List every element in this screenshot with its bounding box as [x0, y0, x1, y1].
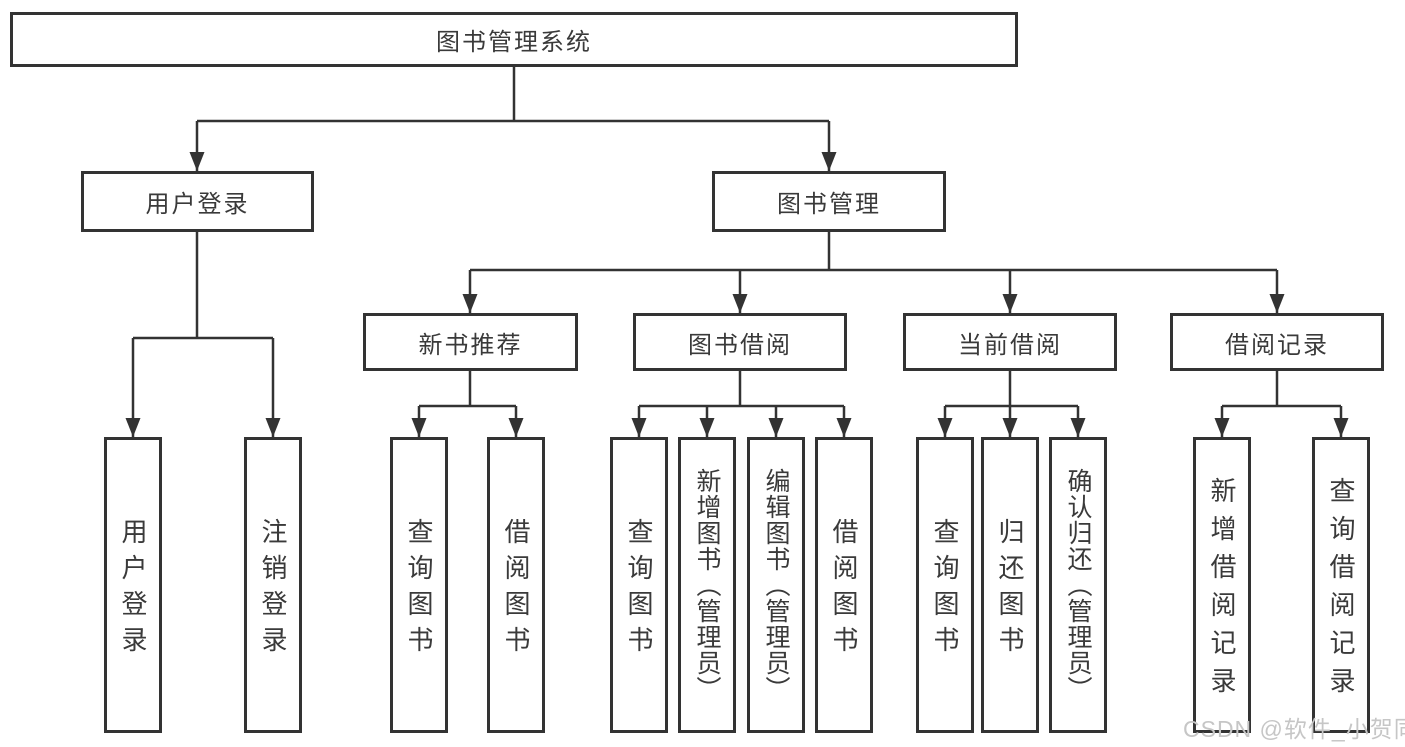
leaf-logout: 注销登录 — [244, 437, 302, 733]
leaf-add-book-admin: 新增图书（管理员） — [678, 437, 736, 733]
csdn-watermark: CSDN @软件_小贺同学 — [1183, 716, 1405, 742]
leaf-query-books-1: 查询图书 — [390, 437, 448, 733]
node-new-book-recommend: 新书推荐 — [363, 313, 578, 371]
node-current-borrow: 当前借阅 — [903, 313, 1117, 371]
leaf-query-books-2: 查询图书 — [610, 437, 668, 733]
node-user-login: 用户登录 — [81, 171, 314, 232]
leaf-user-login: 用户登录 — [104, 437, 162, 733]
leaf-borrow-books-1: 借阅图书 — [487, 437, 545, 733]
leaf-add-borrow-record: 新增借阅记录 — [1193, 437, 1251, 733]
node-book-management: 图书管理 — [712, 171, 946, 232]
node-root: 图书管理系统 — [10, 12, 1018, 67]
leaf-return-book: 归还图书 — [981, 437, 1039, 733]
leaf-query-borrow-record: 查询借阅记录 — [1312, 437, 1370, 733]
node-borrow-records: 借阅记录 — [1170, 313, 1384, 371]
leaf-borrow-books-2: 借阅图书 — [815, 437, 873, 733]
node-book-borrow: 图书借阅 — [633, 313, 847, 371]
leaf-edit-book-admin: 编辑图书（管理员） — [747, 437, 805, 733]
leaf-query-books-3: 查询图书 — [916, 437, 974, 733]
leaf-confirm-return-admin: 确认归还（管理员） — [1049, 437, 1107, 733]
